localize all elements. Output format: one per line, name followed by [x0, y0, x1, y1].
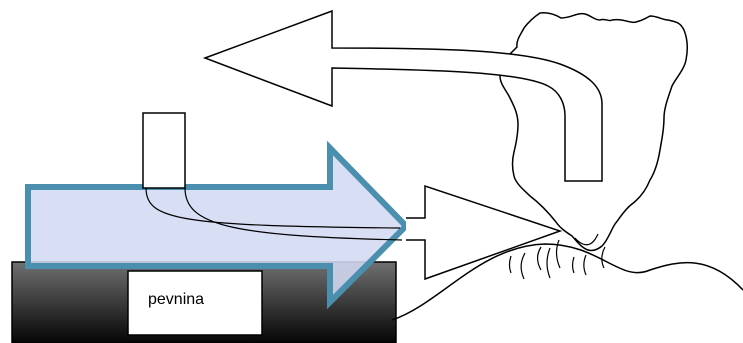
flow-curve-lower [184, 187, 403, 241]
large-right-arrow [25, 140, 411, 310]
pevnina-label-box [127, 270, 263, 336]
chimney-rect [142, 112, 186, 189]
flow-curve-upper [145, 187, 401, 229]
continuation-right-arrow [406, 184, 563, 281]
pevnina-label: pevnina [148, 291, 204, 308]
region-notch [574, 233, 599, 246]
hill-curve [391, 243, 743, 321]
return-left-arrow [202, 9, 603, 182]
ground-hatching [508, 239, 606, 280]
